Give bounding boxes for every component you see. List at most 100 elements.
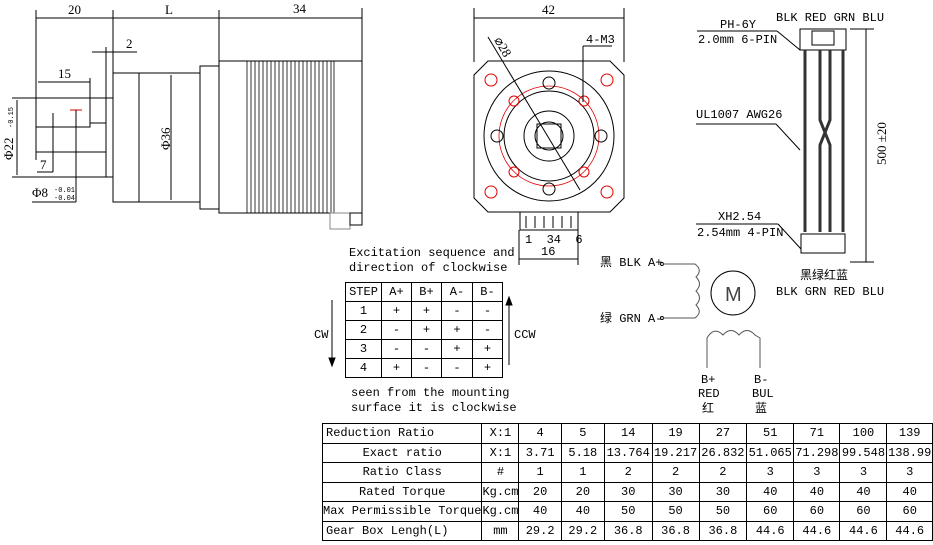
dim-shaft: 15 bbox=[58, 66, 71, 81]
table-cell: 40 bbox=[839, 481, 888, 502]
table-cell: 2 bbox=[345, 320, 382, 340]
dim-shaft-dia: Φ8 bbox=[32, 185, 48, 200]
table-cell: 1 bbox=[345, 301, 382, 321]
b-plus-color: RED bbox=[698, 387, 720, 401]
table-cell: 30 bbox=[698, 481, 748, 502]
row-label: Ratio Class bbox=[321, 462, 483, 483]
table-cell: 40 bbox=[746, 481, 795, 502]
row-unit: mm bbox=[481, 520, 520, 541]
table-cell: 1 bbox=[560, 462, 605, 483]
column-header: A+ bbox=[381, 282, 412, 302]
table-cell: + bbox=[381, 301, 412, 321]
table-row: 2-++- bbox=[345, 320, 503, 340]
table-cell: 40 bbox=[886, 481, 933, 502]
table-cell: + bbox=[411, 301, 442, 321]
motor-symbol bbox=[710, 270, 756, 316]
table-cell: 30 bbox=[603, 481, 653, 502]
table-cell: 3 bbox=[746, 462, 795, 483]
row-label: Reduction Ratio bbox=[321, 423, 483, 444]
top-connector-label: PH-6Y bbox=[720, 18, 756, 32]
table-cell: 139 bbox=[886, 423, 933, 444]
table-cell: 44.6 bbox=[886, 520, 933, 541]
table-row: 4+--+ bbox=[345, 358, 503, 378]
table-cell: 30 bbox=[651, 481, 700, 502]
table-cell: 44.6 bbox=[793, 520, 841, 541]
dim-gearbox-length: L bbox=[165, 2, 173, 17]
table-cell: 4 bbox=[345, 358, 382, 378]
table-cell: - bbox=[472, 301, 503, 321]
table-cell: 50 bbox=[603, 501, 653, 522]
column-header: STEP bbox=[345, 282, 382, 302]
row-unit: X:1 bbox=[481, 442, 520, 463]
excitation-note-line1: seen from the mounting bbox=[351, 386, 510, 400]
table-cell: - bbox=[411, 358, 442, 378]
table-cell: 51.065 bbox=[746, 442, 795, 463]
table-cell: - bbox=[411, 339, 442, 359]
row-unit: Kg.cm bbox=[481, 481, 520, 502]
cable-drawing: BLK RED GRN BLU PH-6Y 2.0mm 6-PIN UL1007… bbox=[696, 11, 889, 299]
wire-spec: UL1007 AWG26 bbox=[696, 108, 782, 122]
ccw-label: CCW bbox=[514, 328, 536, 342]
dim-holes: 4-M3 bbox=[586, 33, 615, 47]
table-cell: 26.832 bbox=[698, 442, 748, 463]
table-cell: 100 bbox=[839, 423, 888, 444]
table-cell: 29.2 bbox=[518, 520, 562, 541]
table-cell: 2 bbox=[698, 462, 748, 483]
table-cell: - bbox=[381, 339, 412, 359]
table-cell: 138.99 bbox=[886, 442, 933, 463]
table-cell: 60 bbox=[839, 501, 888, 522]
side-view: 20 L 34 2 15 Φ36 Φ22 -0.15 7 Φ8 -0.01 -0… bbox=[1, 1, 363, 230]
front-view: 42 ⌀28 4-M3 1 34 6 16 bbox=[473, 2, 625, 265]
dim-shaft-tol-lower: -0.04 bbox=[54, 195, 75, 203]
b-minus-cn: 蓝 bbox=[755, 401, 767, 416]
dim-flange: 2 bbox=[126, 36, 133, 51]
cable-length: 500 ±20 bbox=[874, 122, 889, 165]
table-cell: 29.2 bbox=[560, 520, 605, 541]
bottom-wire-colors: BLK GRN RED BLU bbox=[776, 285, 884, 299]
table-cell: 13.764 bbox=[603, 442, 653, 463]
table-cell: 5.18 bbox=[560, 442, 605, 463]
table-cell: 51 bbox=[746, 423, 795, 444]
table-cell: 20 bbox=[560, 481, 605, 502]
dim-width: 42 bbox=[542, 2, 555, 17]
table-cell: + bbox=[411, 320, 442, 340]
dim-shaft-tol-upper: -0.01 bbox=[54, 187, 75, 195]
table-cell: + bbox=[441, 320, 473, 340]
row-unit: Kg.cm bbox=[481, 501, 520, 522]
table-cell: 2 bbox=[603, 462, 653, 483]
top-wire-colors: BLK RED GRN BLU bbox=[776, 11, 884, 25]
motor-fins bbox=[246, 61, 335, 213]
excitation-title-line2: direction of clockwise bbox=[349, 261, 508, 275]
top-connector-spec: 2.0mm 6-PIN bbox=[698, 33, 777, 47]
table-cell: 19 bbox=[651, 423, 700, 444]
table-cell: 3.71 bbox=[518, 442, 562, 463]
table-cell: + bbox=[441, 339, 473, 359]
table-cell: 71 bbox=[793, 423, 841, 444]
table-row: 1++-- bbox=[345, 301, 503, 321]
table-cell: 27 bbox=[698, 423, 748, 444]
a-plus-label: 黑 BLK A+ bbox=[600, 255, 662, 270]
excitation-title-line1: Excitation sequence and bbox=[349, 246, 515, 260]
table-cell: 60 bbox=[793, 501, 841, 522]
table-cell: + bbox=[472, 339, 503, 359]
a-minus-label: 绿 GRN A- bbox=[600, 310, 662, 326]
table-cell: - bbox=[381, 320, 412, 340]
b-minus-label: B- bbox=[754, 373, 768, 387]
excitation-note: seen from the mounting surface it is clo… bbox=[351, 386, 517, 416]
table-row: 3--++ bbox=[345, 339, 503, 359]
wiring-schematic: 黑 BLK A+ 绿 GRN A- M B+ RED 红 B- BUL 蓝 bbox=[600, 255, 774, 416]
motor-label: M bbox=[725, 284, 742, 306]
table-cell: 3 bbox=[345, 339, 382, 359]
table-cell: 36.8 bbox=[603, 520, 653, 541]
row-label: Exact ratio bbox=[321, 442, 483, 463]
excitation-title: Excitation sequence and direction of clo… bbox=[349, 246, 515, 276]
